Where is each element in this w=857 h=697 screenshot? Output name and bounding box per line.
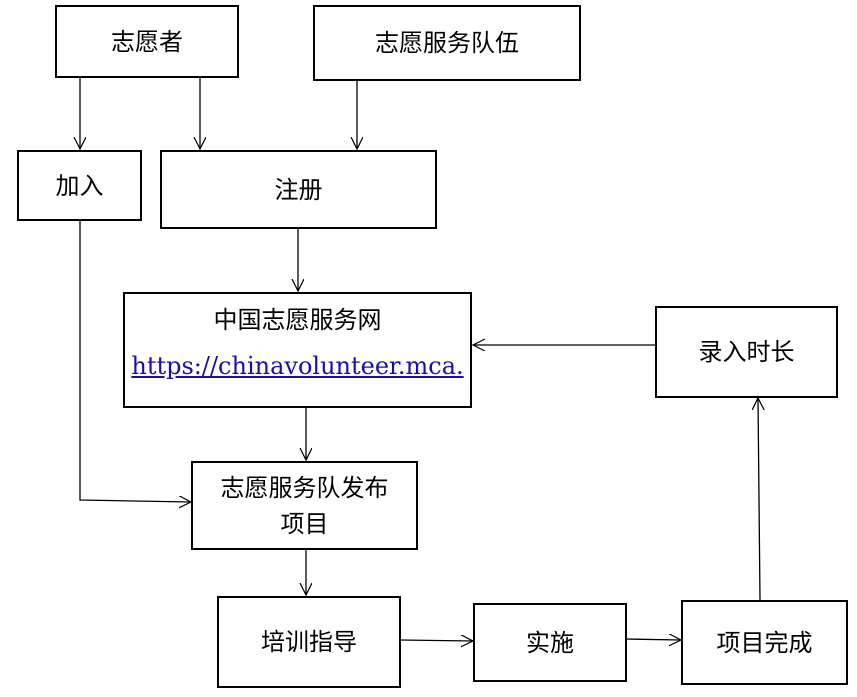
publish-box: 志愿服务队发布 项目 (191, 461, 418, 550)
publish-label-line2: 项目 (280, 509, 329, 538)
complete-label: 项目完成 (716, 628, 813, 657)
implement-box: 实施 (473, 603, 627, 682)
volunteer-label: 志愿者 (111, 27, 183, 56)
arrow-training-to-implement (399, 640, 473, 641)
training-label: 培训指导 (261, 628, 357, 656)
platform-url-link[interactable]: https://chinavolunteer.mca. (131, 352, 464, 380)
publish-label-line1: 志愿服务队发布 (220, 473, 389, 502)
record-hours-box: 录入时长 (655, 306, 838, 398)
volunteer-team-box: 志愿服务队伍 (313, 5, 581, 81)
arrow-join-to-publish (79, 220, 191, 502)
arrow-implement-to-complete (625, 639, 681, 640)
record-hours-label: 录入时长 (698, 338, 795, 366)
volunteer-team-label: 志愿服务队伍 (375, 29, 519, 57)
platform-label: 中国志愿服务网 (213, 306, 382, 334)
complete-box: 项目完成 (681, 600, 848, 685)
platform-box: 中国志愿服务网 https://chinavolunteer.mca. (123, 292, 472, 408)
training-box: 培训指导 (217, 596, 401, 688)
implement-label: 实施 (526, 628, 574, 657)
join-label: 加入 (55, 171, 104, 200)
volunteer-box: 志愿者 (55, 5, 239, 78)
register-label: 注册 (274, 175, 323, 204)
register-box: 注册 (160, 150, 437, 229)
join-box: 加入 (17, 150, 142, 221)
arrow-complete-to-record (758, 398, 760, 601)
